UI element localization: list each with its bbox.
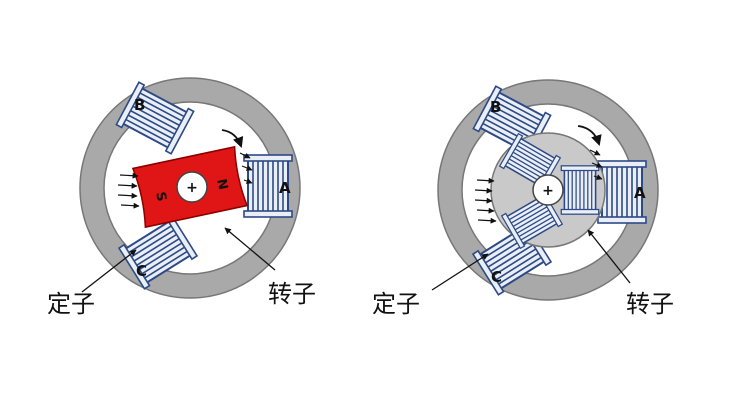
pole-label-a-left: A xyxy=(279,179,291,197)
rotor-leader-right xyxy=(587,229,631,284)
center-mark-left: + xyxy=(186,180,198,196)
rotor-label-right: 转子 xyxy=(626,290,674,318)
rotation-arrow-right xyxy=(577,125,602,147)
rotor-north-pole: N xyxy=(213,178,230,192)
rotation-arrow-left xyxy=(221,129,244,149)
flux-arrows-right xyxy=(474,149,603,224)
pole-label-a-right: A xyxy=(634,184,646,202)
left-motor: + S N A B C 定子 转子 xyxy=(47,77,316,318)
pole-label-b-right: B xyxy=(490,98,501,116)
center-mark-right: + xyxy=(542,183,554,199)
pole-label-c-right: C xyxy=(491,268,502,286)
pole-label-c-left: C xyxy=(136,262,147,280)
stator-leader-right xyxy=(431,253,489,291)
rotor-label-left: 转子 xyxy=(268,280,316,308)
right-motor: + A B C 定子 转子 xyxy=(372,79,674,318)
rotor-shaft-left xyxy=(176,171,208,203)
rotor-shaft-right xyxy=(532,174,564,206)
rotor-coil-right xyxy=(560,165,600,215)
flux-arrows-left xyxy=(117,152,253,209)
rotor-south-pole: S xyxy=(152,191,169,203)
stator-leader-left xyxy=(81,249,137,293)
stator-label-right: 定子 xyxy=(372,290,420,318)
rotor-leader-left xyxy=(224,227,276,271)
stator-label-left: 定子 xyxy=(47,290,95,318)
pole-label-b-left: B xyxy=(134,96,145,114)
